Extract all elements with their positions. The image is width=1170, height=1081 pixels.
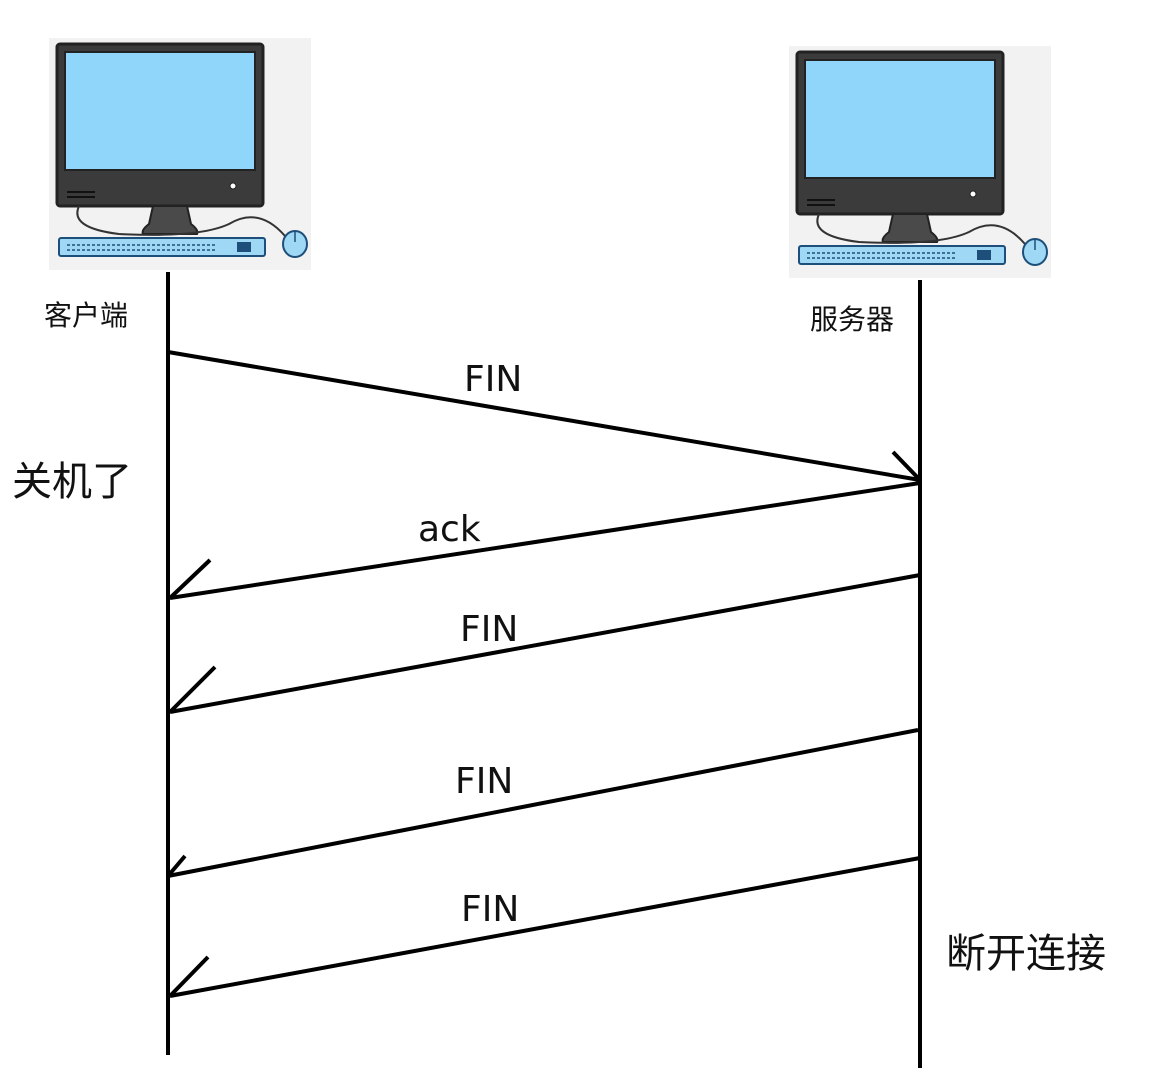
message-label-fin-2: FIN xyxy=(460,609,519,650)
message-arrow-fin-1 xyxy=(167,350,922,482)
client-note: 关机了 xyxy=(12,459,132,505)
server-note: 断开连接 xyxy=(946,931,1106,977)
message-arrow-fin-3 xyxy=(166,728,919,878)
message-label-fin-3: FIN xyxy=(455,761,514,802)
message-label-fin-4: FIN xyxy=(461,889,520,930)
message-arrow-fin-4 xyxy=(168,856,921,998)
client-computer-icon xyxy=(47,36,313,272)
message-arrow-fin-2 xyxy=(168,573,921,714)
server-label: 服务器 xyxy=(810,303,895,336)
server-computer-icon xyxy=(787,44,1053,280)
message-label-ack: ack xyxy=(418,509,481,550)
client-label: 客户端 xyxy=(44,299,129,332)
message-arrow-ack xyxy=(168,481,921,600)
message-label-fin-1: FIN xyxy=(464,359,523,400)
